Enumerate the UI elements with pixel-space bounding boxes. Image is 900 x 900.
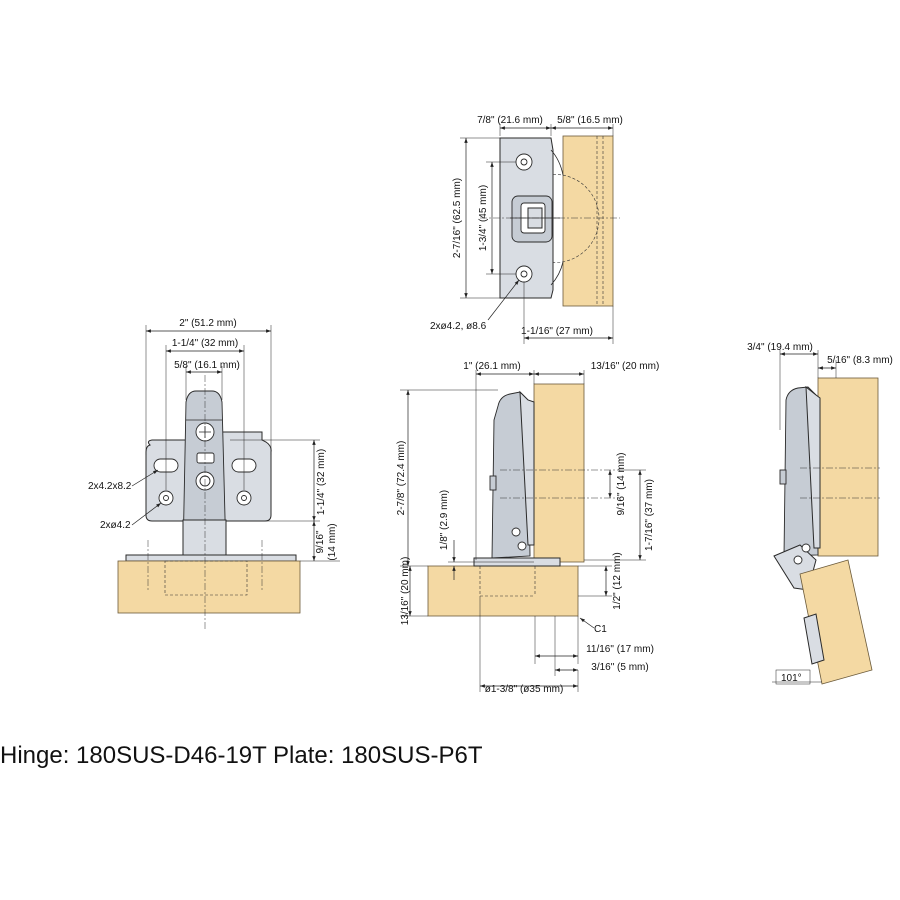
side-hinge-arm [491, 391, 531, 559]
cabinet-side-panel [533, 383, 585, 563]
dim-gap: 1/8" (2.9 mm) [439, 490, 450, 550]
dim-height-overall: 2-7/8" (72.4 mm) [396, 441, 407, 516]
dim-width-overall: 2" (51.2 mm) [179, 318, 236, 329]
dim-cup-depth: 1/2" (12 mm) [612, 552, 623, 609]
dim-d17: 11/16" (17 mm) [586, 644, 654, 655]
dim-top-a: 1" (26.1 mm) [463, 361, 520, 372]
door-panel [427, 565, 579, 617]
arm-lower [182, 519, 227, 557]
dim-cup-offset: 1-1/16" (27 mm) [521, 326, 593, 337]
label-top-holes: 2xø4.2, ø8.6 [430, 321, 487, 332]
door-section-top [562, 135, 614, 307]
side-view: 1" (26.1 mm) 13/16" (20 mm) 2-7/8" (72.4… [396, 361, 659, 695]
top-view: 7/8" (21.6 mm) 5/8" (16.5 mm) 2-7/16" (6… [430, 115, 623, 344]
dim-height-holes: 1-1/4" (32 mm) [316, 449, 327, 515]
product-caption: Hinge: 180SUS-D46-19T Plate: 180SUS-P6T [0, 742, 483, 769]
label-slots: 2x4.2x8.2 [88, 481, 132, 492]
dim-cup-diameter: ø1-3/8" (ø35 mm) [485, 684, 564, 695]
dim-h37: 1-7/16" (37 mm) [644, 479, 655, 551]
dim-width-body: 5/8" (16.1 mm) [174, 360, 240, 371]
label-holes: 2xø4.2 [100, 520, 131, 531]
cabinet-panel [117, 560, 301, 614]
dim-offset: 9/16" [315, 530, 326, 553]
label-open-angle: 101° [781, 673, 802, 684]
open-view: 3/4" (19.4 mm) 5/16" (8.3 mm) 101° [747, 342, 893, 685]
dim-top-b: 13/16" (20 mm) [591, 361, 660, 372]
dim-open-top-b: 5/16" (8.3 mm) [827, 355, 893, 366]
dim-height-holes: 1-3/4" (45 mm) [478, 185, 489, 251]
cabinet-side-panel-open [817, 377, 879, 557]
cam-window [196, 452, 215, 464]
dim-depth-b: 5/8" (16.5 mm) [557, 115, 623, 126]
dim-open-top-a: 3/4" (19.4 mm) [747, 342, 813, 353]
dim-width-holes: 1-1/4" (32 mm) [172, 338, 238, 349]
front-view: 2" (51.2 mm) 1-1/4" (32 mm) 5/8" (16.1 m… [88, 318, 340, 630]
dim-d5: 3/16" (5 mm) [591, 662, 648, 673]
dim-depth-a: 7/8" (21.6 mm) [477, 115, 543, 126]
dim-offset-mm: (14 mm) [327, 523, 338, 560]
dim-h14: 9/16" (14 mm) [616, 452, 627, 515]
label-chamfer: C1 [594, 624, 607, 635]
dim-height-overall: 2-7/16" (62.5 mm) [452, 178, 463, 258]
dim-door-thickness: 13/16" (20 mm) [400, 557, 411, 626]
